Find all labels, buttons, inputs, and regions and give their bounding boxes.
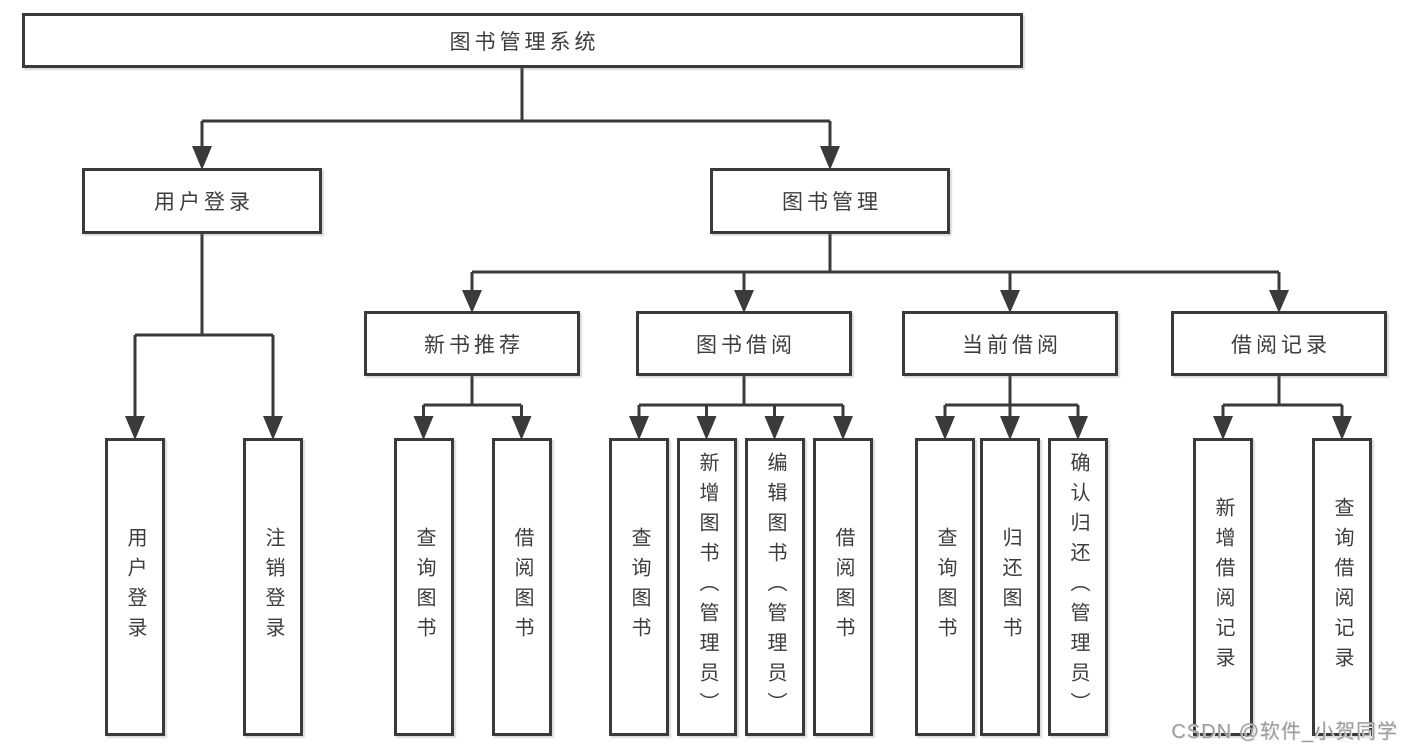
- leaf-query-book-borrow-label: 查询图书: [628, 527, 650, 647]
- leaf-query-borrow-record: 查询借阅记录: [1312, 438, 1372, 736]
- leaf-add-borrow-record: 新增借阅记录: [1193, 438, 1253, 736]
- leaf-return-book-label: 归还图书: [999, 527, 1021, 647]
- leaf-query-book-recommend: 查询图书: [394, 438, 454, 736]
- leaf-confirm-return-admin-label: 确认归还（管理员）: [1067, 452, 1089, 722]
- leaf-query-book-borrow: 查询图书: [609, 438, 669, 736]
- leaf-logout-label: 注销登录: [262, 527, 284, 647]
- leaf-confirm-return-admin: 确认归还（管理员）: [1048, 438, 1108, 736]
- leaf-borrow-book-recommend-label: 借阅图书: [511, 527, 533, 647]
- leaf-add-borrow-record-label: 新增借阅记录: [1212, 497, 1234, 677]
- node-new-book-recommend: 新书推荐: [364, 311, 580, 376]
- node-borrow-records: 借阅记录: [1171, 311, 1387, 376]
- leaf-return-book: 归还图书: [980, 438, 1040, 736]
- leaf-query-borrow-record-label: 查询借阅记录: [1331, 497, 1353, 677]
- node-root: 图书管理系统: [22, 13, 1023, 68]
- leaf-borrow-book-label: 借阅图书: [832, 527, 854, 647]
- leaf-add-book-admin: 新增图书（管理员）: [677, 438, 737, 736]
- watermark: CSDN @软件_小贺同学: [1171, 721, 1398, 743]
- leaf-query-book-recommend-label: 查询图书: [413, 527, 435, 647]
- leaf-add-book-admin-label: 新增图书（管理员）: [696, 452, 718, 722]
- leaf-logout: 注销登录: [243, 438, 303, 736]
- leaf-query-book-current: 查询图书: [915, 438, 975, 736]
- leaf-edit-book-admin-label: 编辑图书（管理员）: [764, 452, 786, 722]
- node-user-login: 用户登录: [82, 168, 322, 234]
- node-current-borrow: 当前借阅: [902, 311, 1118, 376]
- leaf-borrow-book: 借阅图书: [813, 438, 873, 736]
- leaf-edit-book-admin: 编辑图书（管理员）: [745, 438, 805, 736]
- leaf-borrow-book-recommend: 借阅图书: [492, 438, 552, 736]
- node-book-borrow: 图书借阅: [636, 311, 852, 376]
- leaf-user-login: 用户登录: [105, 438, 165, 736]
- leaf-user-login-label: 用户登录: [124, 527, 146, 647]
- node-book-management: 图书管理: [710, 168, 950, 234]
- leaf-query-book-current-label: 查询图书: [934, 527, 956, 647]
